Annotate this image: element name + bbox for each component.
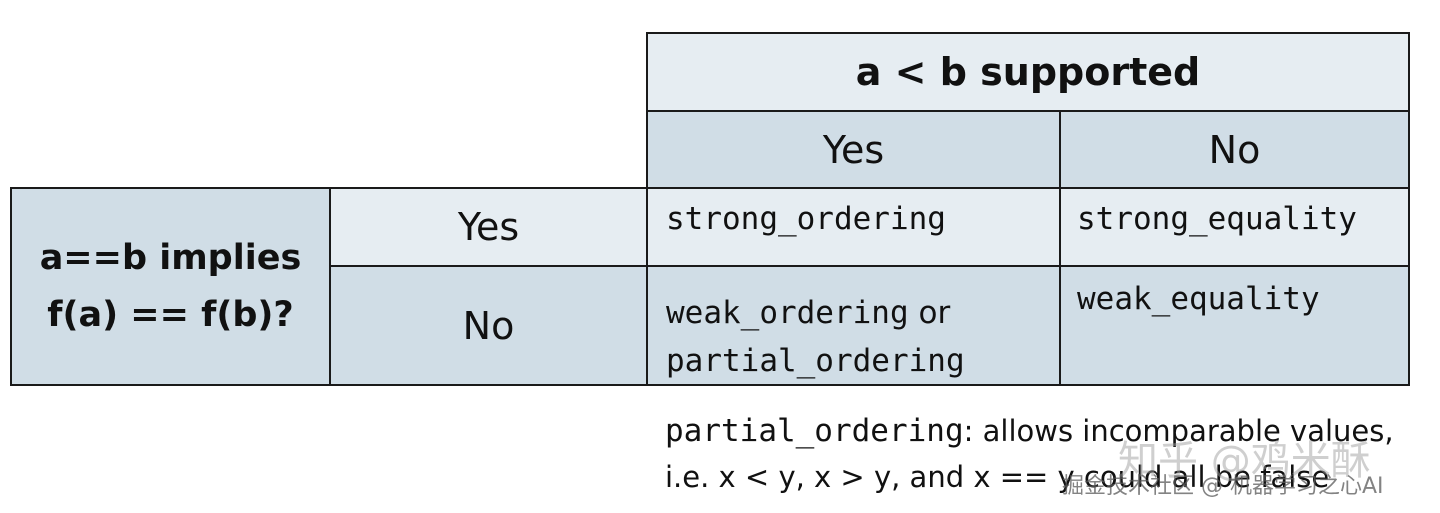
cell-weak-ordering-line: weak_ordering or <box>666 289 950 337</box>
column-label-yes: Yes <box>646 110 1061 189</box>
column-no-text: No <box>1208 127 1261 172</box>
cell-weak-equality-text: weak_equality <box>1077 281 1320 317</box>
footnote-line1-rest: : allows incomparable values, <box>963 414 1394 448</box>
row-no-text: No <box>462 303 515 348</box>
row-header-line2: f(a) == f(b)? <box>47 294 294 335</box>
column-label-no: No <box>1059 110 1410 189</box>
source-watermark-text: 掘金技术社区 @ 机器学习之心AI <box>1062 474 1384 499</box>
column-header-text: a < b supported <box>855 50 1201 94</box>
cell-weak-equality: weak_equality <box>1059 265 1410 386</box>
cell-strong-ordering: strong_ordering <box>646 187 1061 267</box>
cell-weak-or-partial-ordering: weak_ordering or partial_ordering <box>646 265 1061 386</box>
zhihu-watermark: 知乎 @鸡米酥 <box>1118 428 1371 486</box>
cell-partial-ordering-text: partial_ordering <box>666 343 965 379</box>
source-watermark: 掘金技术社区 @ 机器学习之心AI <box>1062 468 1384 500</box>
column-header-ordering-supported: a < b supported <box>646 32 1410 112</box>
footnote-line2-text: i.e. x < y, x > y, and x == y could all … <box>665 460 1330 494</box>
row-yes-text: Yes <box>457 205 520 249</box>
cell-strong-equality-text: strong_equality <box>1077 201 1357 237</box>
footnote-line2: i.e. x < y, x > y, and x == y could all … <box>665 460 1329 494</box>
cell-strong-equality: strong_equality <box>1059 187 1410 267</box>
row-label-no: No <box>329 265 648 386</box>
column-yes-text: Yes <box>822 127 885 172</box>
row-label-yes: Yes <box>329 187 648 267</box>
cell-strong-ordering-text: strong_ordering <box>666 201 946 237</box>
cell-or-text: or <box>908 295 951 331</box>
footnote-line1: partial_ordering: allows incomparable va… <box>665 413 1394 449</box>
cell-weak-ordering-text: weak_ordering <box>666 295 909 331</box>
zhihu-watermark-text: 知乎 @鸡米酥 <box>1118 438 1371 484</box>
row-header-line1: a==b implies <box>39 237 302 278</box>
row-header-substitutability: a==b implies f(a) == f(b)? <box>10 187 331 386</box>
footnote-term: partial_ordering <box>665 413 964 449</box>
